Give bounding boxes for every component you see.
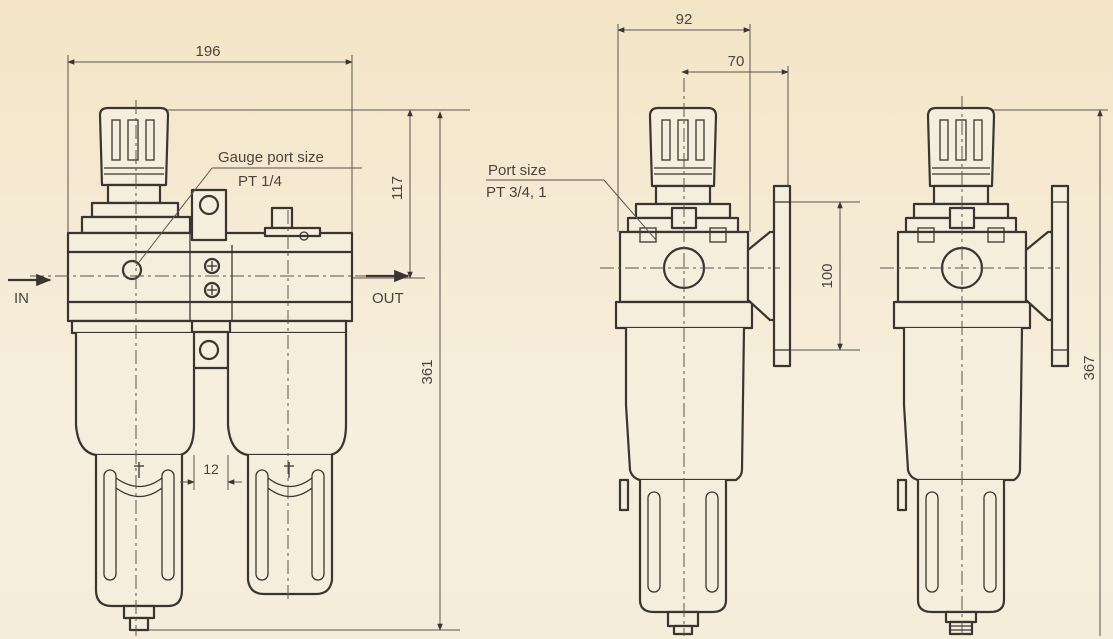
width-dimension-196: 196 bbox=[195, 43, 220, 60]
gauge-port-thread-label: PT 1/4 bbox=[238, 173, 282, 190]
flange-dimension-100: 100 bbox=[819, 263, 836, 288]
middle-view: 92 70 100 bbox=[486, 11, 860, 636]
width-dimension-92: 92 bbox=[676, 11, 693, 28]
right-view: 367 bbox=[880, 96, 1108, 636]
offset-dimension-70: 70 bbox=[728, 53, 745, 70]
gauge-port-size-label: Gauge port size bbox=[218, 149, 324, 166]
total-height-dimension-361: 361 bbox=[419, 359, 436, 384]
top-height-dimension-117: 117 bbox=[389, 176, 406, 200]
port-size-label: Port size bbox=[488, 162, 546, 179]
height-dimension-367: 367 bbox=[1081, 355, 1098, 380]
left-view: 196 117 361 bbox=[8, 43, 470, 636]
port-thread-label: PT 3/4, 1 bbox=[486, 184, 547, 201]
outlet-label: OUT bbox=[372, 290, 404, 307]
gap-dimension-12: 12 bbox=[203, 461, 219, 477]
inlet-label: IN bbox=[14, 290, 29, 307]
